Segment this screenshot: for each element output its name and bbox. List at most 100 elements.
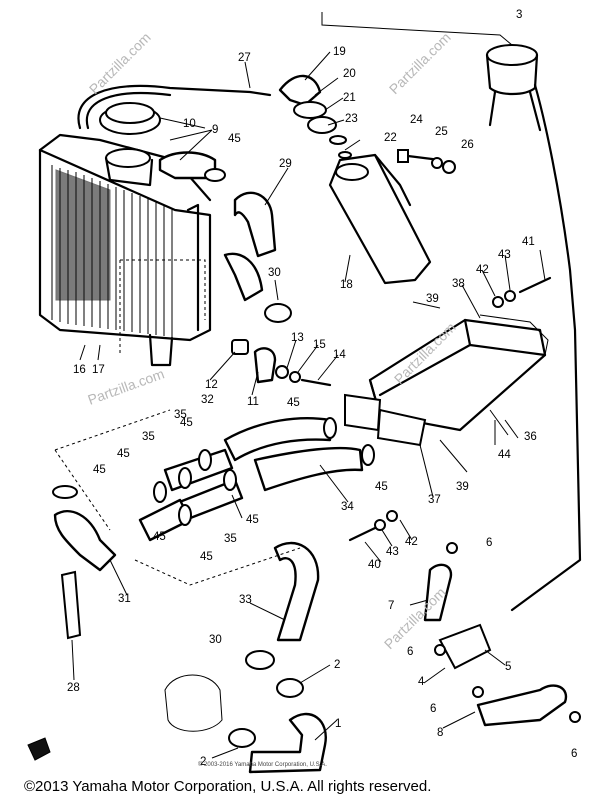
clamp-2-upper [276, 678, 304, 698]
callout: 43 [498, 249, 511, 261]
callout: 30 [209, 634, 222, 646]
clip-6-d [569, 711, 581, 723]
hose-29 [233, 191, 277, 258]
washer-15 [289, 371, 301, 383]
callout: 18 [340, 279, 353, 291]
bolt-41 [518, 276, 552, 294]
hose-7 [423, 563, 453, 622]
callout: 31 [118, 593, 131, 605]
callout: 5 [505, 661, 511, 673]
callout: 27 [238, 52, 251, 64]
callout: 6 [486, 537, 492, 549]
washer-43-bottom [374, 519, 386, 531]
callout: 3 [516, 9, 522, 21]
clamps-45 [52, 168, 375, 526]
callout: 7 [388, 600, 394, 612]
callout: 9 [212, 124, 218, 136]
callout: 45 [180, 417, 193, 429]
callout: 11 [247, 396, 259, 408]
callout: 35 [142, 431, 155, 443]
callout: 30 [268, 267, 281, 279]
radiator [38, 133, 212, 367]
radiator-cap [99, 102, 161, 187]
hose-32 [223, 417, 332, 462]
thermostat-parts [278, 74, 352, 159]
callout: 6 [407, 646, 413, 658]
hose-34 [253, 446, 364, 492]
callout: 22 [384, 132, 397, 144]
svg-text:Partzilla.com: Partzilla.com [391, 319, 459, 387]
callout: 42 [405, 536, 418, 548]
nut-42-bottom [386, 510, 398, 522]
callout: 24 [410, 114, 423, 126]
clip-6-b [434, 644, 446, 656]
callout: 19 [333, 46, 346, 58]
callout: 8 [437, 727, 443, 739]
water-pump [164, 674, 223, 732]
hose-1 [248, 713, 327, 774]
callout: 23 [345, 113, 358, 125]
callout: 28 [67, 682, 80, 694]
fitting-12 [231, 339, 249, 355]
control-unit [344, 314, 549, 447]
callout: 21 [343, 92, 356, 104]
hose-upper [158, 151, 217, 180]
callout: 41 [522, 236, 535, 248]
callout: 17 [92, 364, 105, 376]
callout: 13 [291, 332, 304, 344]
hose-31 [53, 510, 117, 572]
reference-box-lower [54, 409, 301, 586]
reservoir-cap [485, 44, 542, 132]
callout: 35 [224, 533, 237, 545]
overflow-hose [77, 84, 272, 130]
coolant-tank [328, 153, 432, 285]
callout: 4 [418, 676, 425, 688]
callout: 26 [461, 139, 474, 151]
hose-30-upper [223, 252, 264, 302]
callout: 20 [343, 68, 356, 80]
callout: 1 [335, 718, 341, 730]
reference-box-left [119, 259, 206, 355]
callout: 45 [287, 397, 300, 409]
callout: 2 [200, 756, 206, 768]
clamp-2-lower [228, 728, 256, 748]
callout: 25 [435, 126, 448, 138]
callout: 14 [333, 349, 346, 361]
svg-text:Partzilla.com: Partzilla.com [386, 29, 454, 97]
clip-6-c [472, 686, 484, 698]
clip-6-a [446, 542, 458, 554]
copyright-footer: ©2013 Yamaha Motor Corporation, U.S.A. A… [24, 778, 432, 795]
callout: 35 [174, 409, 187, 421]
callout: 45 [200, 551, 213, 563]
callout-labels: 1 2 2 3 4 5 6 6 6 6 7 8 9 10 11 12 13 14… [67, 9, 577, 768]
bolt-14 [300, 378, 332, 387]
hose-11 [253, 347, 277, 384]
callout: 44 [498, 449, 511, 461]
callout: 6 [430, 703, 436, 715]
callout: 43 [386, 546, 399, 558]
callout: 16 [73, 364, 86, 376]
callout: 29 [279, 158, 292, 170]
reservoir-breather-hose [510, 83, 582, 612]
callout: 36 [524, 431, 537, 443]
callout: 45 [375, 481, 388, 493]
callout: 39 [426, 293, 439, 305]
callout: 38 [452, 278, 465, 290]
bolt-washers-top [397, 149, 456, 174]
joint-4 [438, 623, 492, 670]
callout: 40 [368, 559, 381, 571]
callout: 15 [313, 339, 326, 351]
hose-8 [476, 684, 568, 727]
callout: 10 [183, 118, 196, 130]
fwd-arrow-icon [27, 737, 51, 761]
callout: 39 [456, 481, 469, 493]
part-28 [60, 570, 82, 640]
callout: 32 [201, 394, 214, 406]
callout: 34 [341, 501, 354, 513]
bolt-40 [348, 526, 377, 542]
callout: 45 [246, 514, 259, 526]
clamp-30-upper [264, 303, 292, 323]
washer-13 [275, 365, 289, 379]
nut-42-top [492, 296, 504, 308]
